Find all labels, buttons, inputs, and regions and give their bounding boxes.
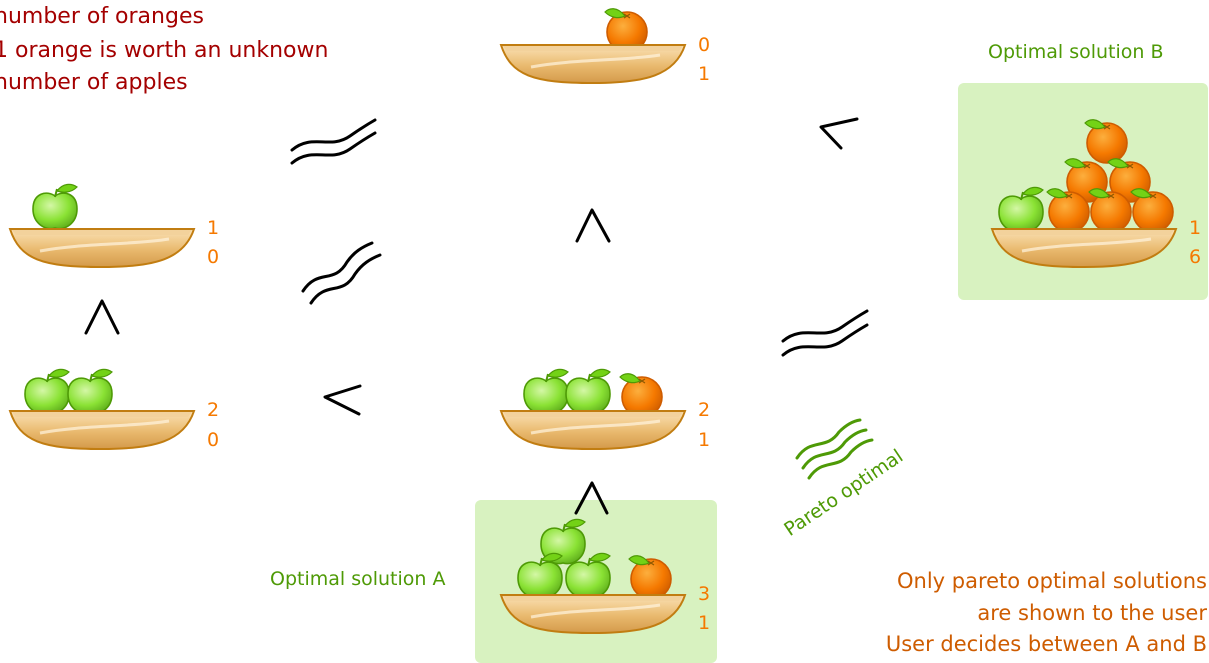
count-oranges-left-upper: 0 (207, 246, 220, 268)
apple-icon (32, 183, 78, 230)
count-oranges-solution-a: 1 (698, 612, 711, 634)
orange-icon (1084, 119, 1128, 164)
orange-icon (1130, 188, 1174, 233)
bowl (499, 44, 687, 85)
apple-icon (24, 368, 70, 415)
apple-icon (998, 186, 1044, 233)
pareto-approx-symbol (795, 418, 874, 480)
greater-than-symbol (819, 117, 859, 150)
intro-line-1: number of oranges (0, 4, 204, 29)
approx-equal-symbol (301, 241, 382, 305)
count-apples-solution-b: 1 (1189, 217, 1202, 239)
solution-a-label: Optimal solution A (270, 568, 446, 590)
less-than-symbol (323, 384, 362, 416)
bowl (499, 410, 687, 451)
apple-icon (523, 368, 569, 415)
count-oranges-top: 1 (698, 63, 711, 85)
bowl (990, 228, 1178, 269)
apple-icon (565, 368, 611, 415)
intro-line-3: number of apples (0, 70, 188, 95)
bowl (499, 594, 687, 635)
note-line-2: are shown to the user (977, 601, 1207, 625)
approx-equal-symbol (781, 309, 869, 357)
count-apples-left-upper: 1 (207, 217, 220, 239)
intro-line-2: 1 orange is worth an unknown (0, 38, 329, 63)
orange-icon (628, 555, 672, 600)
note-line-3: User decides between A and B (885, 632, 1207, 656)
count-oranges-solution-b: 6 (1189, 246, 1202, 268)
apple-icon (517, 552, 563, 599)
count-apples-left-lower: 2 (207, 399, 220, 421)
note-line-1: Only pareto optimal solutions (896, 569, 1207, 593)
caret-symbol (84, 299, 120, 335)
count-oranges-middle: 1 (698, 429, 711, 451)
caret-symbol (574, 481, 609, 515)
apple-icon (565, 552, 611, 599)
count-oranges-left-lower: 0 (207, 429, 220, 451)
orange-icon (1046, 188, 1090, 233)
count-apples-middle: 2 (698, 399, 711, 421)
orange-icon (604, 8, 648, 53)
bowl (8, 410, 196, 451)
apple-icon (67, 368, 113, 415)
count-apples-top: 0 (698, 34, 711, 56)
bowl (8, 228, 196, 269)
count-apples-solution-a: 3 (698, 583, 711, 605)
caret-symbol (575, 208, 611, 243)
approx-equal-symbol (290, 118, 377, 165)
solution-b-label: Optimal solution B (988, 41, 1164, 63)
